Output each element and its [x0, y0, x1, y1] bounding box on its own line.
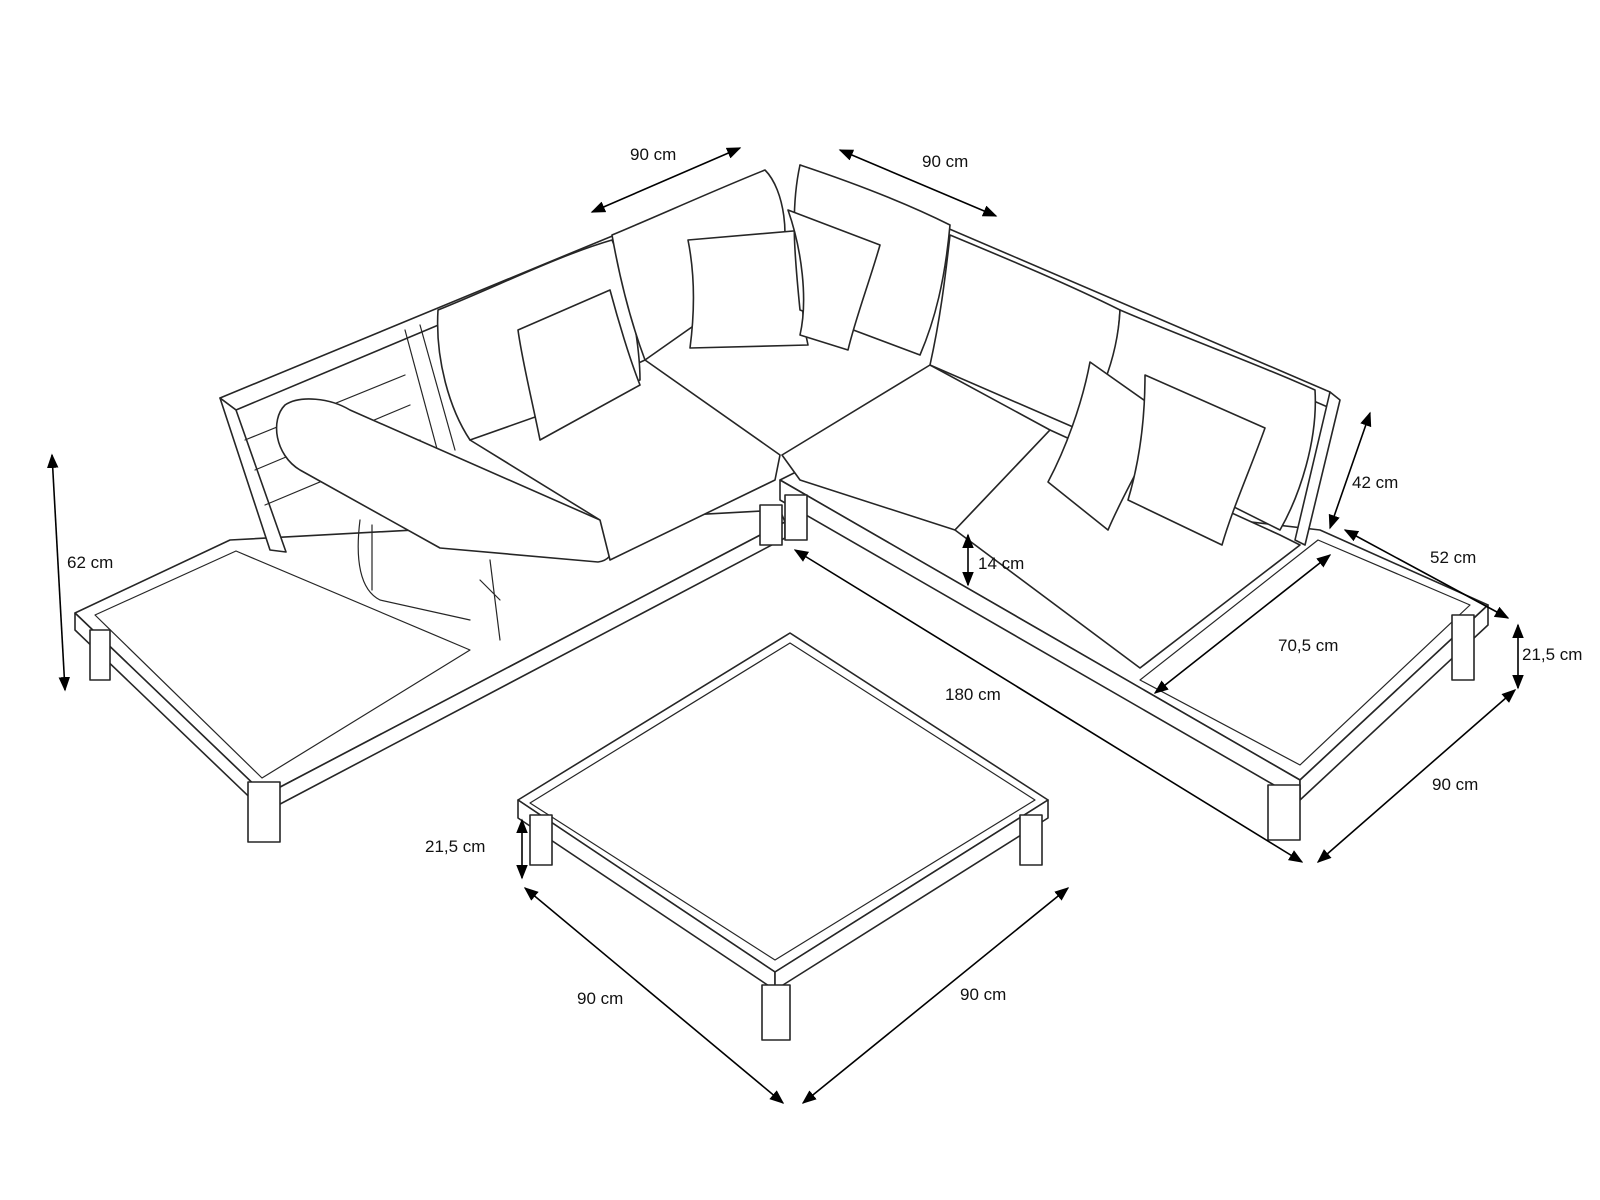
dim-label-sofa-length: 180 cm: [945, 685, 1001, 704]
coffee-table-leg-front: [761, 984, 791, 1041]
dim-label-side-table-depth: 52 cm: [1430, 548, 1476, 567]
dim-line-side-table-depth: [1343, 529, 1510, 619]
left-leg-back: [759, 504, 783, 546]
left-pillow-1: [517, 289, 641, 441]
coffee-table-leg-left: [529, 814, 553, 866]
dim-label-back-left-width: 90 cm: [630, 145, 676, 164]
dim-line-sofa-length: [793, 549, 1304, 863]
right-leg-corner: [1267, 784, 1301, 841]
left-pillow-2: [687, 229, 809, 349]
left-leg-front: [89, 629, 111, 681]
dim-label-backrest-height: 42 cm: [1352, 473, 1398, 492]
dim-label-side-table-height: 21,5 cm: [1522, 645, 1582, 664]
dim-label-side-table-width: 90 cm: [1432, 775, 1478, 794]
coffee-table-top: [517, 632, 1049, 973]
left-chaise-module: [74, 169, 809, 843]
dim-label-table-height: 21,5 cm: [425, 837, 485, 856]
dim-line-back-left-width: [590, 147, 742, 213]
right-leg-end: [1451, 614, 1475, 681]
right-pillow-1: [787, 209, 881, 351]
dimension-annotations: 90 cm 90 cm 62 cm 42 cm 52 cm 14 cm 70,5…: [46, 145, 1582, 1104]
dim-label-table-left-width: 90 cm: [577, 989, 623, 1008]
dim-line-back-height: [46, 453, 71, 692]
left-recline-support: [357, 519, 501, 641]
dim-line-back-right-width: [838, 149, 998, 217]
left-leg-corner: [247, 781, 281, 843]
dim-label-back-right-width: 90 cm: [922, 152, 968, 171]
left-platform-inner-panel: [94, 550, 471, 779]
left-back-frame-side: [219, 397, 287, 553]
dim-line-table-right-width: [801, 887, 1070, 1104]
right-back-frame-end: [1294, 391, 1341, 546]
right-leg-front: [784, 494, 808, 541]
dim-label-seat-depth: 70,5 cm: [1278, 636, 1338, 655]
dim-line-side-table-width: [1316, 689, 1517, 863]
coffee-table-leg-right: [1019, 814, 1043, 866]
right-pillow-3: [1127, 374, 1266, 546]
dim-label-back-height: 62 cm: [67, 553, 113, 572]
dim-label-seat-height: 14 cm: [978, 554, 1024, 573]
dim-label-table-right-width: 90 cm: [960, 985, 1006, 1004]
dim-line-backrest-height: [1328, 411, 1372, 530]
dim-line-table-left-width: [523, 887, 785, 1104]
